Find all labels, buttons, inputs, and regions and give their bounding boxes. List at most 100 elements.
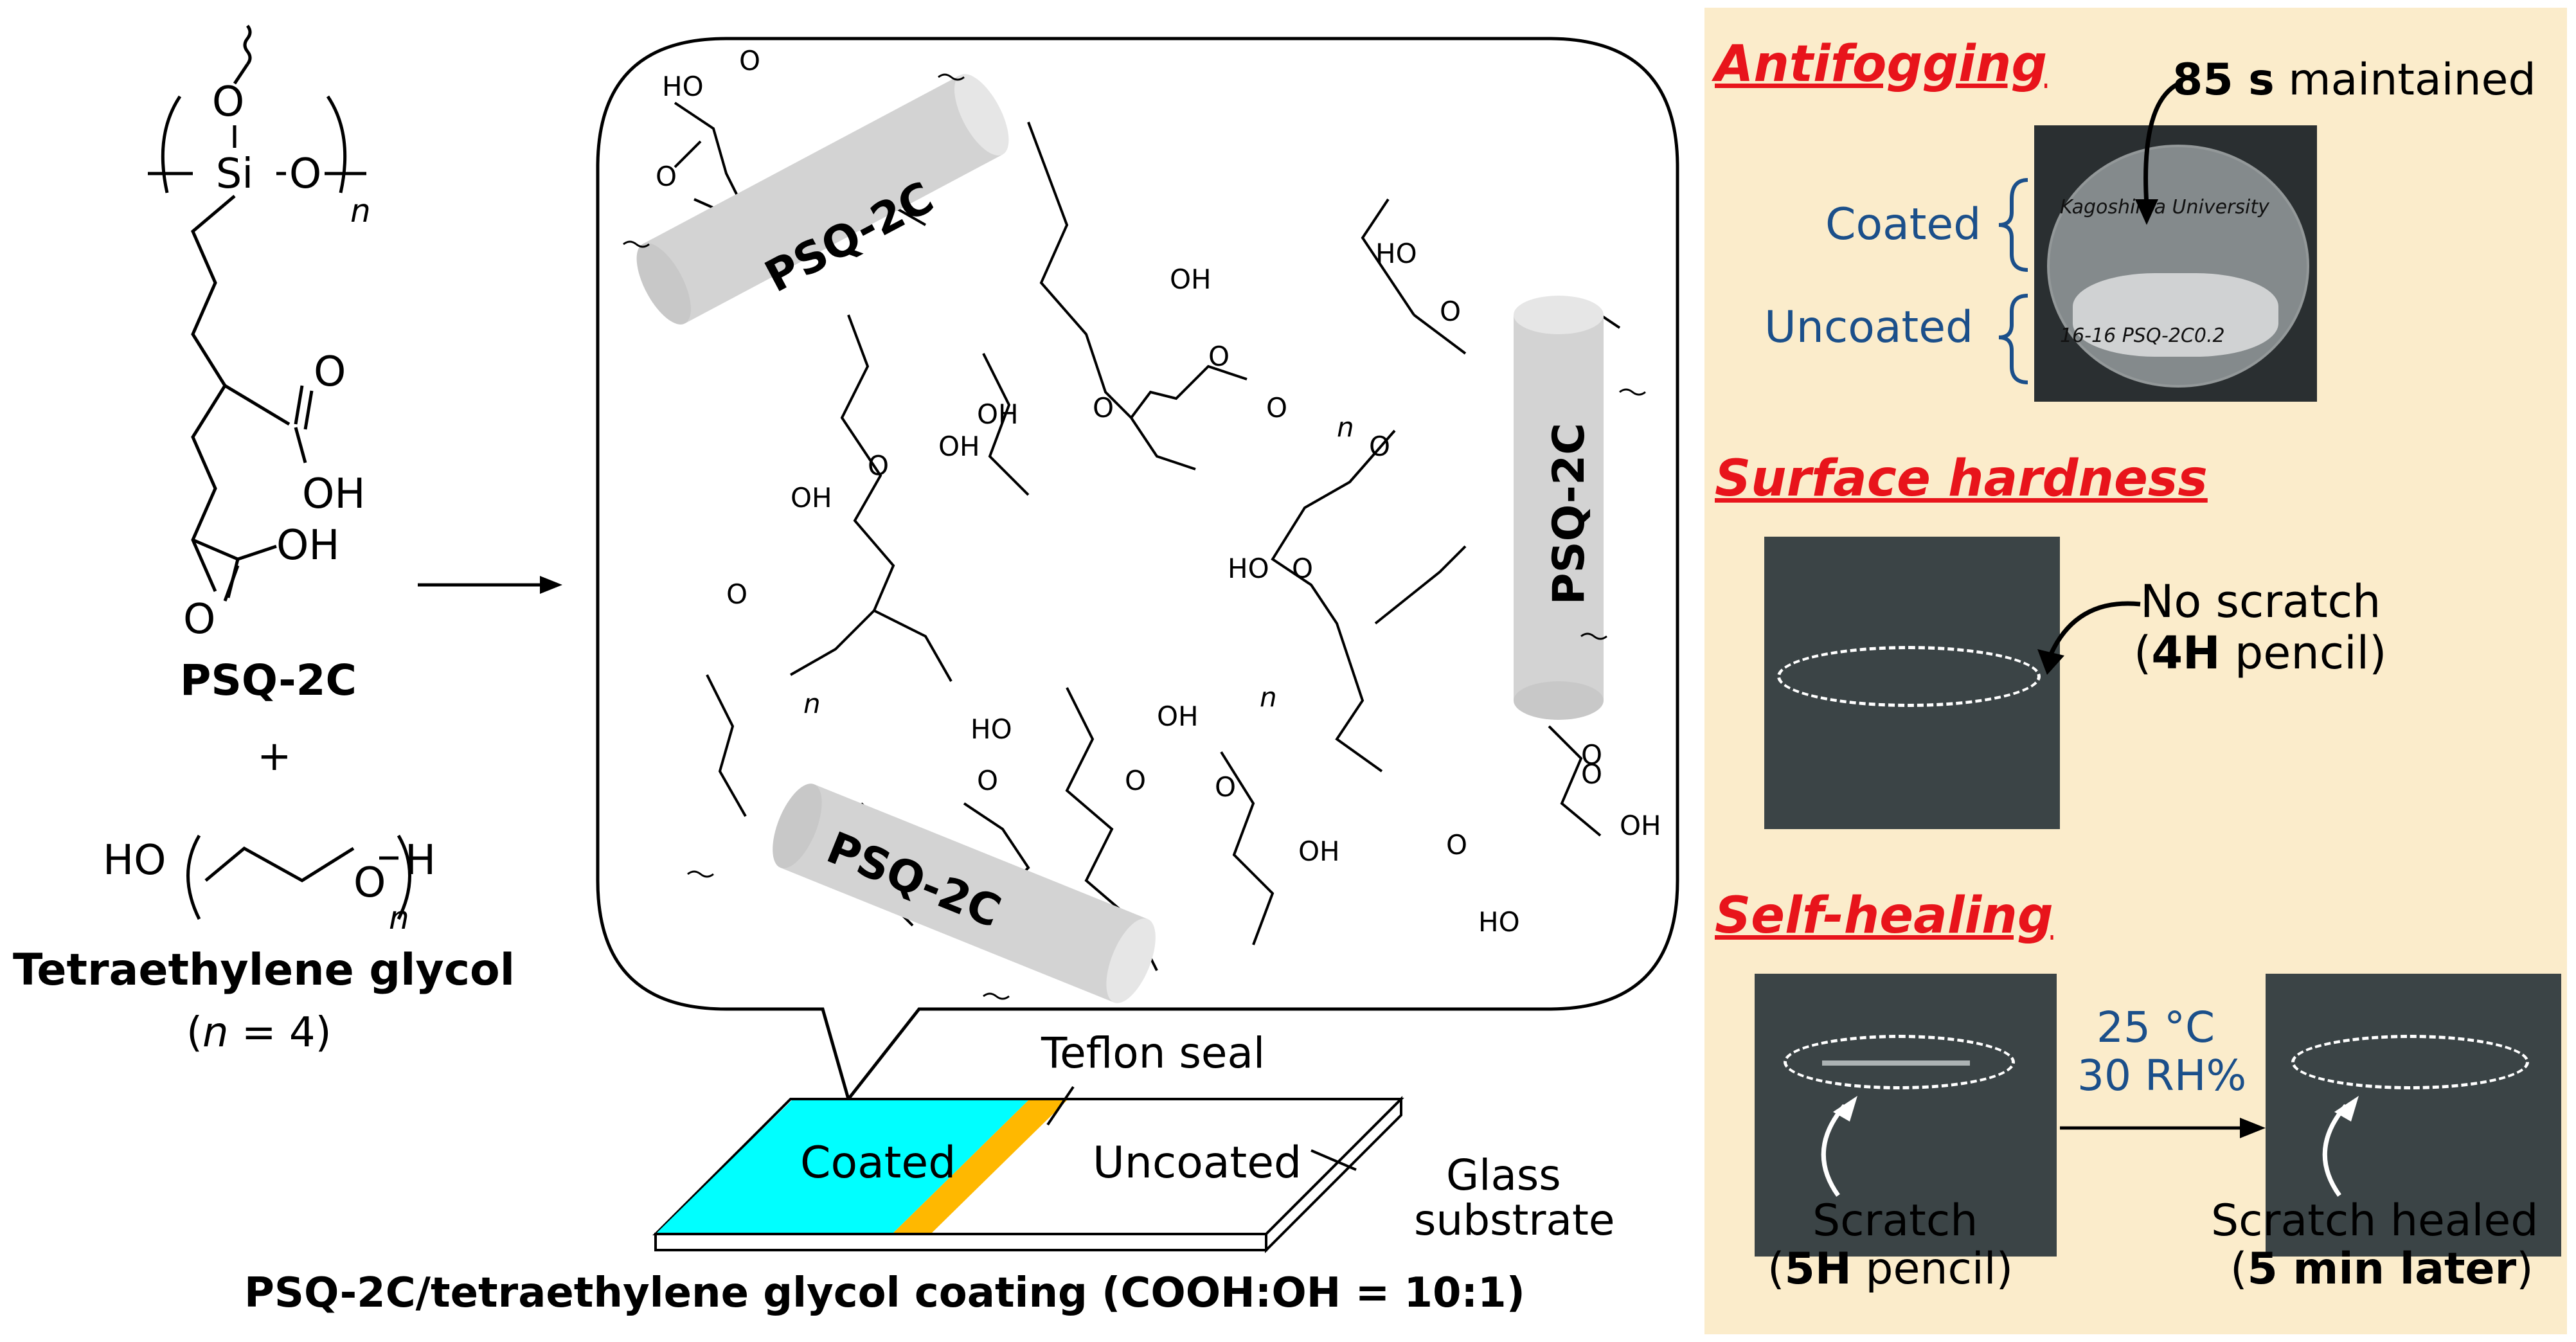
group: O xyxy=(1125,765,1147,796)
group: HO xyxy=(970,713,1012,745)
group: O xyxy=(1446,829,1468,861)
healing-before-open: ( xyxy=(1767,1244,1785,1294)
healing-before-line1: Scratch xyxy=(1812,1195,1978,1246)
healing-cond-rh: 30 RH% xyxy=(2077,1051,2247,1100)
group: O xyxy=(739,45,761,76)
healing-after-close: ) xyxy=(2516,1244,2534,1294)
healing-after-line2: (5 min later) xyxy=(2230,1244,2534,1294)
group: OH xyxy=(977,398,1019,430)
antifogging-uncoated-label: Uncoated xyxy=(1764,302,1974,353)
group: n xyxy=(1260,681,1277,713)
healing-before-line2: (5H pencil) xyxy=(1767,1244,2013,1294)
group: OH xyxy=(1170,264,1212,295)
antifogging-title: Antifogging xyxy=(1715,35,2048,93)
hardness-ellipse xyxy=(1777,646,2041,707)
psq-acid2-o: O xyxy=(183,596,215,643)
group: O xyxy=(1369,431,1391,462)
glass-label-line1: Glass xyxy=(1446,1150,1561,1200)
teflon-seal xyxy=(893,1100,1067,1233)
group: O xyxy=(1292,553,1314,584)
group: O xyxy=(977,765,999,796)
antifogging-photo: Kagoshima University 16-16 PSQ-2C0.2 xyxy=(2034,125,2317,402)
group: O xyxy=(1093,392,1114,424)
psq-si: Si xyxy=(216,150,253,198)
teg-o: O xyxy=(353,859,386,907)
reaction-arrow xyxy=(418,576,562,594)
antifogging-time-value: 85 s xyxy=(2172,55,2275,105)
hardness-rest: pencil) xyxy=(2220,627,2387,679)
group: O xyxy=(1215,771,1237,803)
hardness-line1: No scratch xyxy=(2140,575,2381,628)
psq-acid2-oh: OH xyxy=(276,522,340,569)
healing-cond-temp: 25 °C xyxy=(2097,1003,2215,1052)
psq-n: n xyxy=(350,192,371,229)
antifogging-pointer xyxy=(2135,81,2180,225)
antifogging-coated-label: Coated xyxy=(1825,199,1981,250)
group: OH xyxy=(938,431,980,462)
group: O xyxy=(726,578,748,610)
group: O xyxy=(1440,296,1462,327)
group: OH xyxy=(1157,701,1199,732)
teg-n-var: n xyxy=(202,1009,229,1057)
hardness-title: Surface hardness xyxy=(1715,450,2208,508)
psq-2c-name: PSQ-2C xyxy=(180,656,357,705)
psq-2c-structure: O Si O n O OH OH O xyxy=(148,24,371,643)
psq-o-top: O xyxy=(212,78,244,126)
group: O xyxy=(868,450,890,481)
teg-n-rest: = 4) xyxy=(228,1009,332,1057)
healing-after-pointer xyxy=(2322,1096,2359,1197)
group: O xyxy=(1581,758,1603,790)
antifogging-time: 85 s maintained xyxy=(2172,55,2536,105)
psq-acid1-o: O xyxy=(314,348,346,396)
antifogging-time-text: maintained xyxy=(2274,55,2536,105)
group: O xyxy=(656,161,677,192)
hardness-bold: 4H xyxy=(2151,627,2221,679)
group: HO xyxy=(1478,906,1520,938)
teg-structure: HO O H n xyxy=(103,834,436,936)
healing-arrow xyxy=(2060,1118,2266,1138)
hardness-photo xyxy=(1764,537,2060,829)
teg-n-open: ( xyxy=(186,1009,202,1057)
healing-before-ellipse xyxy=(1784,1035,2015,1089)
group: HO xyxy=(662,71,704,102)
psq-cylinder-1 xyxy=(636,74,1009,325)
psq-o-right: O xyxy=(289,150,321,198)
group: HO xyxy=(1228,553,1269,584)
glass-substrate xyxy=(652,1086,1404,1253)
plus-sign: + xyxy=(257,733,292,780)
coated-region xyxy=(657,1100,1028,1233)
healing-after-open: ( xyxy=(2230,1244,2248,1294)
group: n xyxy=(803,688,821,719)
healing-before-photo xyxy=(1755,974,2057,1257)
hardness-line2: (4H pencil) xyxy=(2134,627,2386,679)
teg-n: n xyxy=(389,899,409,936)
group: OH xyxy=(791,482,832,514)
healing-before-pointer xyxy=(1821,1096,1857,1197)
teg-h: H xyxy=(405,837,436,884)
healing-after-photo xyxy=(2266,974,2561,1257)
glass-label-line2: substrate xyxy=(1414,1195,1615,1245)
healing-after-line1: Scratch healed xyxy=(2211,1195,2539,1246)
uncoated-label: Uncoated xyxy=(1093,1138,1302,1188)
teg-ho: HO xyxy=(103,837,166,884)
group: O xyxy=(1208,341,1230,372)
group: OH xyxy=(1620,810,1661,841)
teflon-label: Teflon seal xyxy=(1041,1028,1266,1078)
hardness-open: ( xyxy=(2134,627,2152,679)
scratch-mark xyxy=(1822,1060,1970,1066)
psq-acid1-oh: OH xyxy=(302,470,366,518)
psq-cylinder-3 xyxy=(773,783,1156,1003)
network-groups: HO O O OH HO O OH O OH O OH O O n O n O … xyxy=(578,32,1703,1009)
group: HO xyxy=(1375,238,1417,269)
healing-after-ellipse xyxy=(2291,1035,2529,1089)
group: OH xyxy=(1298,836,1340,867)
healing-after-bold: 5 min later xyxy=(2247,1244,2517,1294)
coated-label: Coated xyxy=(800,1138,956,1188)
network-callout xyxy=(596,37,1679,1103)
healing-title: Self-healing xyxy=(1715,887,2053,945)
psq-cylinder-2 xyxy=(1514,296,1604,720)
group: O xyxy=(1581,739,1603,771)
teg-name: Tetraethylene glycol xyxy=(13,945,515,996)
healing-before-rest: pencil) xyxy=(1851,1244,2014,1294)
group: O xyxy=(1266,392,1288,424)
